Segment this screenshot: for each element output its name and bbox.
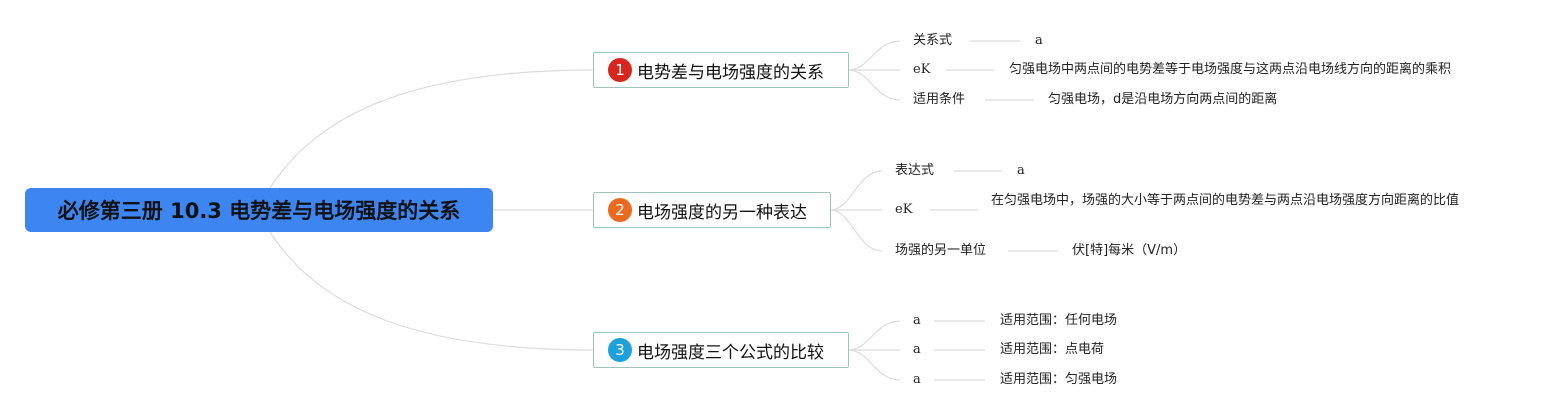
branch-3-fan-top [847, 320, 901, 351]
branch-3-item-1-value[interactable]: 适用范围：任何电场 [1000, 313, 1118, 328]
root-to-branch-1-line [269, 69, 594, 189]
branch-1-label: 电势差与电场强度的关系 [637, 62, 824, 83]
branch-2-fan-bot [829, 209, 883, 252]
branch-2-topic[interactable]: 2 电场强度的另一种表达 [593, 192, 831, 228]
branch-2-item-2-value[interactable]: 在匀强电场中，场强的大小等于两点间的电势差与两点沿电场强度方向距离的比值 [991, 193, 1460, 208]
branch-2-item-2-label[interactable]: eK [895, 202, 913, 217]
branch-3-item-2-label[interactable]: a [913, 342, 921, 357]
branch-3-label: 电场强度三个公式的比较 [637, 342, 824, 363]
branch-3-item-1-label[interactable]: a [913, 313, 921, 328]
branch-2-label: 电场强度的另一种表达 [637, 202, 807, 223]
branch-1-item-3-label[interactable]: 适用条件 [913, 92, 966, 107]
branch-1-fan-top [847, 40, 901, 71]
branch-2-fan-top [829, 170, 883, 211]
branch-3-fan-bot [847, 349, 901, 381]
root-to-branch-3-line [269, 231, 594, 351]
number-3-badge-icon: 3 [608, 338, 632, 362]
branch-2-item-3-value[interactable]: 伏[特]每米（V/m） [1072, 243, 1187, 258]
branch-3-item-3-value[interactable]: 适用范围：匀强电场 [1000, 372, 1118, 387]
branch-1-fan-bot [847, 69, 901, 101]
branch-1-item-1-value[interactable]: a [1035, 33, 1043, 48]
branch-1-topic[interactable]: 1 电势差与电场强度的关系 [593, 52, 849, 88]
root-topic[interactable]: 必修第三册 10.3 电势差与电场强度的关系 [25, 188, 493, 232]
root-topic-label: 必修第三册 10.3 电势差与电场强度的关系 [57, 199, 461, 223]
branch-1-item-1-label[interactable]: 关系式 [913, 33, 953, 48]
branch-1-item-2-value[interactable]: 匀强电场中两点间的电势差等于电场强度与这两点沿电场线方向的距离的乘积 [1009, 62, 1452, 77]
branch-3-item-3-label[interactable]: a [913, 372, 921, 387]
branch-3-topic[interactable]: 3 电场强度三个公式的比较 [593, 332, 849, 368]
branch-3-item-2-value[interactable]: 适用范围：点电荷 [1000, 342, 1105, 357]
number-1-badge-icon: 1 [608, 58, 632, 82]
branch-2-item-1-value[interactable]: a [1017, 163, 1025, 178]
branch-1-item-3-value[interactable]: 匀强电场，d是沿电场方向两点间的距离 [1048, 92, 1278, 107]
branch-2-item-1-label[interactable]: 表达式 [895, 163, 935, 178]
branch-1-item-2-label[interactable]: eK [913, 62, 931, 77]
number-2-badge-icon: 2 [608, 198, 632, 222]
branch-2-item-3-label[interactable]: 场强的另一单位 [895, 243, 987, 258]
